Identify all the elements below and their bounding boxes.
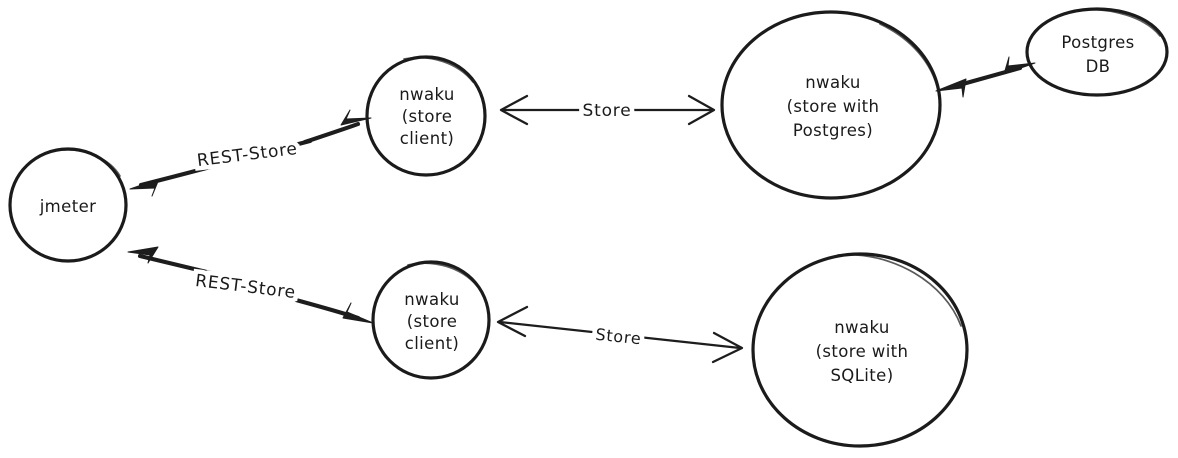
nwaku-store-client-top-circle-outline [365,55,487,177]
edge-rest-store-bottom[interactable]: REST-Store [127,246,374,324]
nwaku-store-client-top-label-line3: client) [400,129,455,148]
node-postgres-db[interactable]: Postgres DB [1025,7,1169,97]
nwaku-store-client-top-sketch-overstroke [403,56,474,83]
nwaku-store-postgres-label-line3: Postgres) [793,121,873,140]
nwaku-store-client-bottom-label-line1: nwaku [404,290,460,309]
nwaku-store-sqlite-label-line2: (store with [816,342,909,361]
nwaku-store-sqlite-sketch-overstroke [837,253,962,327]
nwaku-store-client-bottom-sketch-overstroke [407,262,478,287]
nwaku-store-postgres-label-line1: nwaku [805,73,861,92]
edge-store-bottom-arrowhead-right [711,331,744,364]
node-nwaku-store-client-bottom[interactable]: nwaku (store client) [371,260,491,380]
edge-rest-store-top-arrowhead-right [340,109,372,126]
edge-rest-store-top-line-right [302,121,361,145]
edge-postgres-db-link-arrowhead-left [935,78,967,98]
edge-rest-store-top-arrowhead-left [129,178,160,197]
edge-store-top-arrowhead-right [687,94,716,126]
jmeter-label: jmeter [39,197,97,216]
edge-store-top-arrowhead-left [499,94,529,126]
edge-store-top[interactable]: Store [499,94,716,126]
edge-postgres-db-link[interactable] [935,56,1036,98]
edge-rest-store-bottom-label: REST-Store [194,271,297,303]
node-nwaku-store-client-top[interactable]: nwaku (store client) [365,55,487,177]
edge-rest-store-bottom-arrowhead-right [342,302,374,324]
edge-store-bottom-label: Store [595,325,643,349]
edge-store-bottom-arrowhead-left [496,305,529,338]
nwaku-store-postgres-label-line2: (store with [787,97,880,116]
nwaku-store-client-bottom-circle-outline [371,260,491,380]
edge-postgres-db-link-arrowhead-right [1003,56,1036,75]
nwaku-store-client-top-label-line1: nwaku [399,85,455,104]
postgres-db-ellipse-outline [1025,7,1169,97]
nwaku-store-sqlite-label-line3: SQLite) [830,366,893,385]
edge-rest-store-bottom-arrowhead-left [127,246,159,264]
node-nwaku-store-sqlite[interactable]: nwaku (store with SQLite) [751,252,969,448]
nwaku-store-client-bottom-label-line3: client) [405,334,460,353]
postgres-db-label-line2: DB [1086,57,1111,76]
nwaku-store-postgres-sketch-overstroke [879,23,940,99]
node-nwaku-store-postgres[interactable]: nwaku (store with Postgres) [720,10,942,200]
nwaku-store-client-bottom-label-line2: (store [407,312,458,331]
nwaku-store-client-top-label-line2: (store [402,107,453,126]
edge-rest-store-top[interactable]: REST-Store [129,109,372,197]
edge-store-top-label: Store [583,101,632,121]
jmeter-circle-outline [8,147,128,263]
edge-rest-store-top-label: REST-Store [196,139,299,171]
edge-rest-store-top-line-left [138,138,313,188]
edge-store-bottom[interactable]: Store [496,305,744,364]
postgres-db-sketch-overstroke [1077,8,1161,37]
node-jmeter[interactable]: jmeter [8,147,128,263]
nwaku-store-sqlite-circle-outline [751,252,969,448]
nwaku-store-postgres-ellipse-outline [720,10,942,200]
nwaku-store-sqlite-label-line1: nwaku [834,318,890,337]
postgres-db-label-line1: Postgres [1061,33,1134,52]
jmeter-circle-sketch-overstroke [61,148,121,177]
edge-store-bottom-line [498,320,742,350]
edge-rest-store-bottom-line-left [137,253,297,296]
